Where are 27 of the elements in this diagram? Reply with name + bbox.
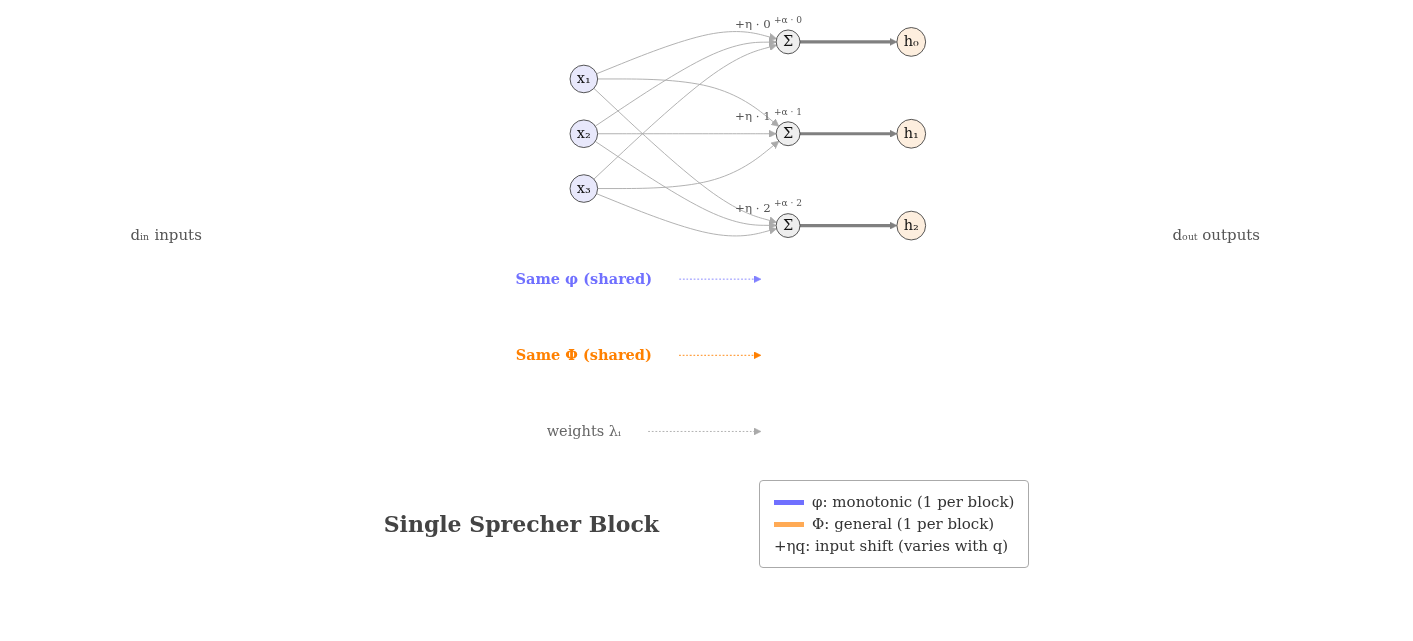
shift-label: +α · 0 — [773, 14, 802, 25]
legend-text: +ηq: input shift (varies with q) — [774, 537, 1009, 555]
shift-label: +α · 2 — [773, 198, 802, 209]
caption: Single Sprecher Block — [383, 511, 660, 537]
legend-text: φ: monotonic (1 per block) — [812, 493, 1015, 511]
circle-node: x₁ — [569, 64, 598, 94]
legend-text: Φ: general (1 per block) — [812, 515, 995, 533]
annotation-text: weights λᵢ — [546, 422, 621, 440]
shift-label: +η · 0 — [734, 17, 771, 32]
circle-node: h₂ — [895, 210, 926, 241]
arrow — [799, 129, 897, 138]
arrow — [799, 37, 897, 46]
circle-node: Σ — [775, 213, 800, 238]
circle-node: h₀ — [895, 27, 926, 57]
shift-label: +η · 2 — [734, 200, 771, 215]
circle-node: Σ — [775, 121, 800, 147]
circle-node: x₂ — [569, 119, 598, 148]
shift-label: +α · 1 — [773, 106, 802, 117]
circle-node: h₁ — [895, 118, 926, 149]
circle-node: Σ — [775, 29, 800, 55]
shift-label: +η · 1 — [734, 109, 771, 123]
brace-label: dₒᵤₜ outputs — [1172, 226, 1262, 244]
annotation-text: Same Φ (shared) — [515, 346, 652, 364]
circle-node: x₃ — [569, 174, 598, 203]
arrow — [799, 221, 897, 230]
annotation-text: Same φ (shared) — [515, 270, 652, 288]
brace-label: dᵢₙ inputs — [130, 226, 203, 244]
